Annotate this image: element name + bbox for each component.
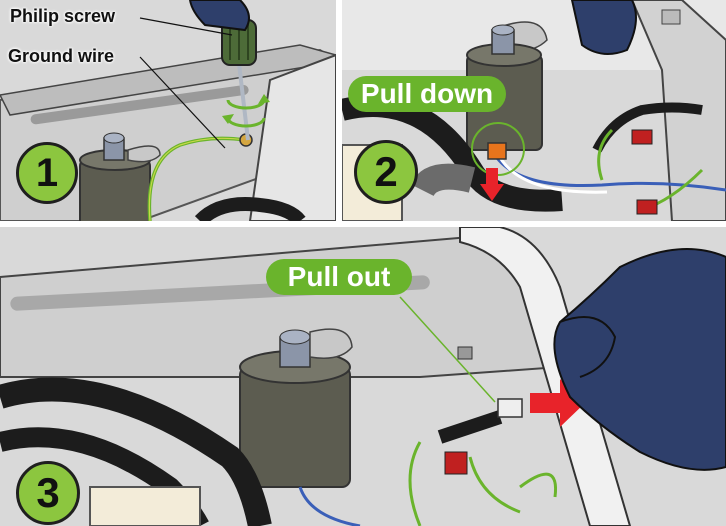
pull-out-instruction: Pull out [266,259,412,295]
step-3-panel: Pull out 3 [0,227,726,526]
step-number-badge: 1 [16,142,78,204]
ground-wire-label: Ground wire [8,46,115,66]
step-3-illustration [0,227,726,526]
step-1-panel: Philip screw Ground wire 1 [0,0,336,221]
step-number-badge: 2 [354,140,418,204]
step-2-panel: Pull down 2 [342,0,726,221]
step-number-badge: 3 [16,461,80,525]
philip-screw-label: Philip screw [10,6,116,26]
step-1-illustration [0,0,336,221]
pull-down-instruction: Pull down [348,76,506,112]
